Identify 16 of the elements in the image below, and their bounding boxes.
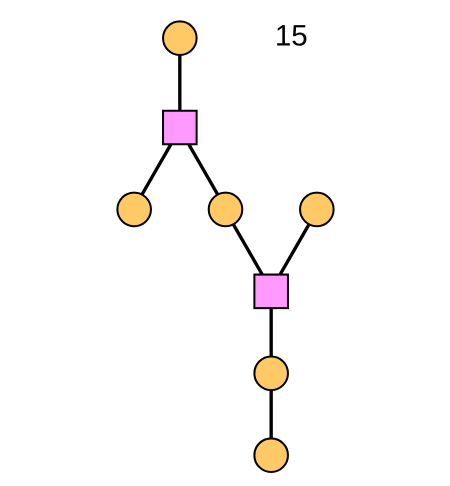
connector xyxy=(232,224,263,276)
node-circle xyxy=(252,356,288,392)
label: 15 xyxy=(274,20,308,53)
connector xyxy=(269,390,272,438)
connector xyxy=(140,144,172,195)
connector xyxy=(278,224,310,276)
node-circle xyxy=(252,437,288,474)
connector xyxy=(269,308,272,356)
node-circle xyxy=(298,192,334,228)
connector xyxy=(178,55,182,110)
connector xyxy=(186,144,218,195)
node-box xyxy=(252,274,288,310)
node-circle xyxy=(207,192,243,228)
node-box xyxy=(162,110,198,146)
node-circle xyxy=(162,20,198,56)
node-circle xyxy=(116,192,152,228)
